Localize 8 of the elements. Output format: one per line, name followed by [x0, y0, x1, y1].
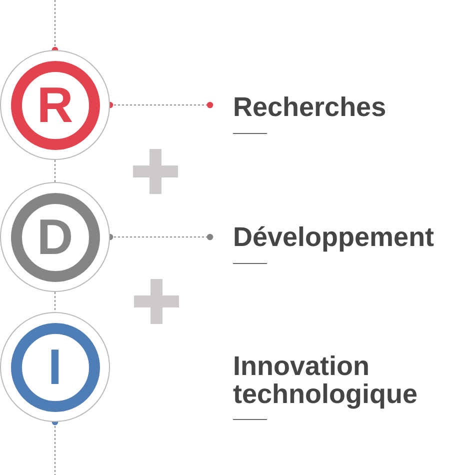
dotted-connector [54, 292, 56, 312]
initial-letter: D [36, 212, 74, 262]
section-heading: Innovation technologique [233, 352, 418, 408]
section-heading: Recherches [233, 92, 388, 122]
initial-letter: I [48, 342, 62, 392]
initial-letter: R [36, 80, 74, 130]
section-heading: Développement [233, 222, 436, 252]
dotted-connector [54, 160, 56, 182]
